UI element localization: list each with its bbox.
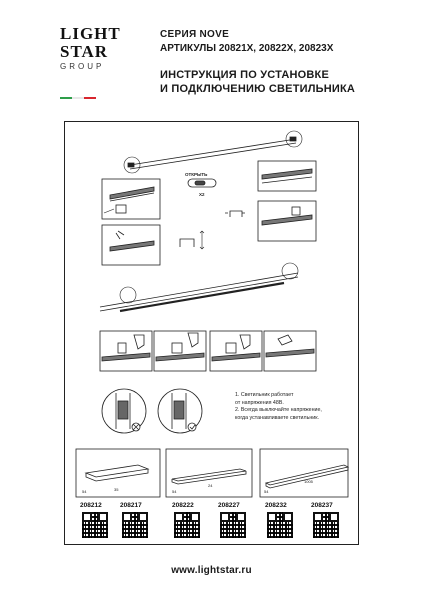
insert-step-3 [209, 330, 263, 372]
product-code: 208232 [265, 502, 287, 509]
italian-flag-stripe [60, 97, 96, 99]
note-line-4: когда устанавливаете светильник. [235, 414, 320, 421]
flag-white [72, 97, 84, 99]
qr-code-icon [267, 512, 293, 538]
open-label: ОТКРЫТЬ [185, 172, 208, 177]
width-label-3: 54 [264, 489, 269, 494]
note-line-3: 2. Всегда выключайте напряжение, [235, 407, 322, 413]
clip-icon-middle [179, 230, 205, 250]
logo-line-1: LIGHT [60, 24, 121, 43]
instruction-frame [64, 121, 359, 545]
length-label-3: 1005 [304, 479, 314, 484]
wrong-installation-detail [101, 388, 147, 434]
note-line-2: от напряжения 48В. [235, 399, 284, 406]
document-title: ИНСТРУКЦИЯ ПО УСТАНОВКЕ И ПОДКЛЮЧЕНИЮ СВ… [160, 68, 410, 96]
brand-logo: LIGHT STAR GROUP [60, 25, 132, 97]
detail-box-clip-open [101, 178, 161, 220]
qr-code-icon [313, 512, 339, 538]
qr-code-icon [82, 512, 108, 538]
count-label: X2 [199, 192, 205, 197]
product-code: 208217 [120, 502, 142, 509]
title-line-1: ИНСТРУКЦИЯ ПО УСТАНОВКЕ [160, 69, 329, 81]
insert-step-1 [99, 330, 153, 372]
width-label-1: 54 [82, 489, 87, 494]
product-code: 208212 [80, 502, 102, 509]
detail-box-clip-insert [101, 224, 161, 266]
product-code: 208222 [172, 502, 194, 509]
flag-green [60, 97, 72, 99]
qr-code-icon [220, 512, 246, 538]
dimension-panel-2 [165, 448, 253, 498]
product-code: 208237 [311, 502, 333, 509]
flag-red [84, 97, 96, 99]
series-name: СЕРИЯ NOVE [160, 29, 230, 40]
track-rail-top [123, 130, 303, 174]
note-line-1: 1. Светильник работает [235, 392, 294, 398]
logo-line-3: GROUP [60, 62, 105, 71]
dimension-panel-3 [259, 448, 350, 498]
track-rail-middle [99, 262, 299, 313]
width-label-2: 54 [172, 489, 177, 494]
dimension-panel-1 [75, 448, 161, 498]
correct-installation-detail [157, 388, 203, 434]
product-code: 208227 [218, 502, 240, 509]
clip-icon-right [225, 210, 245, 217]
qr-code-icon [122, 512, 148, 538]
safety-notes: 1. Светильник работает от напряжения 48В… [235, 392, 355, 422]
website-link[interactable]: www.lightstar.ru [171, 565, 252, 576]
installation-illustrations: ОТКРЫТЬ X2 [75, 130, 350, 498]
title-line-2: И ПОДКЛЮЧЕНИЮ СВЕТИЛЬНИКА [160, 83, 356, 95]
detail-box-track-end [257, 160, 317, 192]
length-label-1: 35 [114, 487, 119, 492]
insert-step-2 [153, 330, 207, 372]
length-label-2: 24 [208, 483, 213, 488]
article-numbers: АРТИКУЛЫ 20821X, 20822X, 20823X [160, 43, 334, 54]
qr-code-icon [174, 512, 200, 538]
document-header: СЕРИЯ NOVE АРТИКУЛЫ 20821X, 20822X, 2082… [160, 28, 410, 96]
insert-step-4 [263, 330, 317, 372]
detail-box-clip-installed [257, 200, 317, 242]
logo-line-2: STAR [60, 42, 109, 61]
open-switch-icon [187, 178, 217, 188]
